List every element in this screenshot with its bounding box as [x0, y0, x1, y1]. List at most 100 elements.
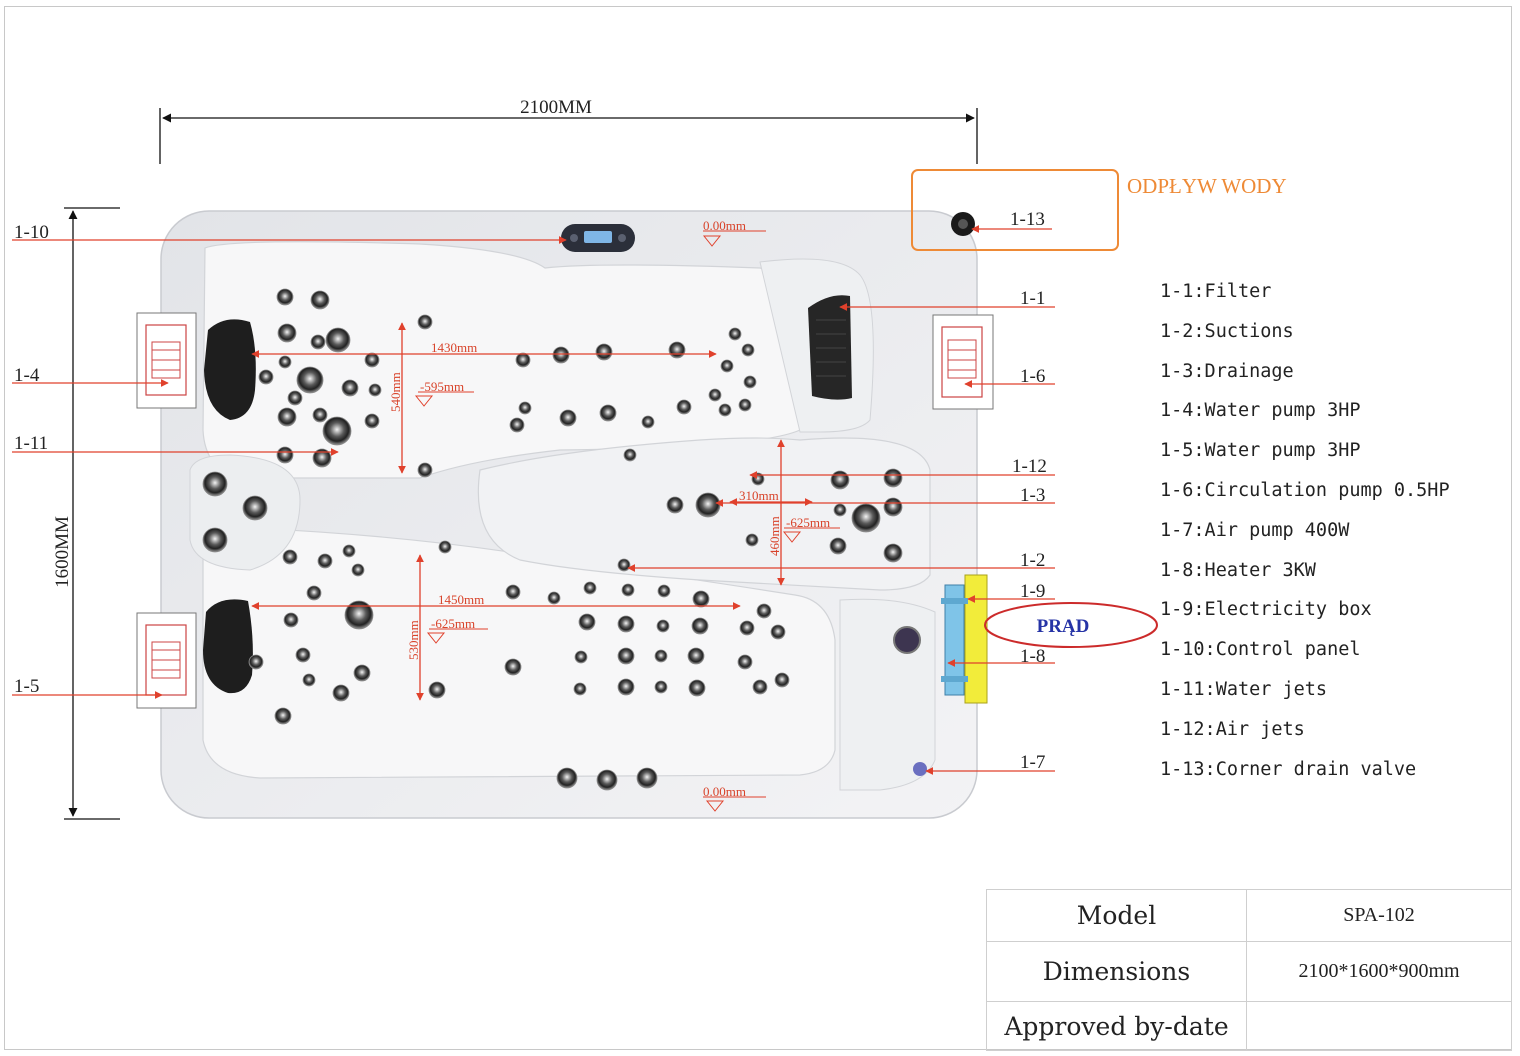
width-label: 2100MM [520, 97, 592, 118]
jet-icon [595, 343, 613, 361]
jet-icon [695, 492, 721, 518]
legend-item: 1-2:Suctions [1160, 320, 1294, 342]
jet-icon [617, 615, 635, 633]
jet-icon [596, 769, 618, 791]
jet-icon [276, 288, 294, 306]
jet-icon [556, 767, 578, 789]
power-note: PRĄD [984, 602, 1158, 648]
callout-1-5: 1-5 [12, 676, 163, 699]
approved-value [1246, 1001, 1512, 1051]
height-dimension: 1600MM [52, 207, 120, 820]
jet-icon [310, 290, 330, 310]
jet-icon [851, 503, 881, 533]
jet-icon [657, 584, 671, 598]
jet-icon [248, 654, 264, 670]
jet-icon [322, 416, 352, 446]
jet-icon [883, 468, 903, 488]
svg-text:1-10: 1-10 [14, 222, 49, 243]
jet-icon [295, 647, 311, 663]
jet-icon [574, 650, 588, 664]
jet-icon [509, 417, 525, 433]
page-frame [4, 6, 1512, 1050]
jet-icon [428, 681, 446, 699]
jet-icon [342, 544, 356, 558]
legend-item: 1-9:Electricity box [1160, 599, 1372, 621]
jet-icon [277, 323, 297, 343]
component-legend: 1-1:Filter 1-2:Suctions 1-3:Drainage 1-4… [1160, 278, 1450, 795]
jet-icon [738, 398, 752, 412]
jet-icon [883, 543, 903, 563]
jet-icon [691, 617, 709, 635]
jet-icon [668, 341, 686, 359]
svg-text:1-1: 1-1 [1020, 288, 1045, 309]
spec-row-model: Model SPA-102 [986, 889, 1512, 942]
legend-item: 1-8:Heater 3KW [1160, 559, 1316, 581]
callout-1-13: 1-13 [971, 209, 1052, 233]
air-pump-icon [913, 762, 927, 776]
jet-icon [718, 403, 732, 417]
jet-icon [621, 583, 635, 597]
legend-item: 1-5:Water pump 3HP [1160, 440, 1361, 462]
jet-icon [202, 527, 228, 553]
callout-1-2: 1-2 [627, 550, 1055, 572]
jet-icon [617, 558, 631, 572]
jet-icon [623, 448, 637, 462]
jet-icon [737, 654, 753, 670]
height-label: 1600MM [52, 516, 73, 588]
jet-icon [770, 624, 786, 640]
jet-icon [641, 415, 655, 429]
jet-icon [518, 401, 532, 415]
jet-icon [559, 409, 577, 427]
jet-icon [830, 470, 850, 490]
callout-1-12: 1-12 [749, 456, 1055, 479]
jet-icon [573, 682, 587, 696]
legend-item: 1-7:Air pump 400W [1160, 519, 1350, 541]
legend-item: 1-4:Water pump 3HP [1160, 400, 1361, 422]
seat3-depth-label: -625mm [786, 515, 830, 530]
spec-row-dimensions: Dimensions 2100*1600*900mm [986, 941, 1512, 1002]
svg-text:1-6: 1-6 [1020, 366, 1045, 387]
spec-row-approved: Approved by-date [986, 1001, 1512, 1051]
heater-electricity-box [941, 574, 988, 704]
approved-label: Approved by-date [986, 1001, 1247, 1051]
jet-icon [552, 346, 570, 364]
svg-text:1-9: 1-9 [1020, 581, 1045, 602]
jet-icon [720, 359, 734, 373]
jet-icon [344, 600, 374, 630]
legend-item: 1-13:Corner drain valve [1160, 758, 1417, 780]
seat2-width-label: 530mm [406, 620, 421, 660]
jet-icon [202, 471, 228, 497]
legend-item: 1-10:Control panel [1160, 639, 1361, 661]
jet-icon [739, 620, 755, 636]
legend-item: 1-6:Circulation pump 0.5HP [1160, 479, 1450, 501]
jet-icon [745, 533, 759, 547]
jet-icon [583, 581, 597, 595]
model-value: SPA-102 [1246, 889, 1512, 942]
jet-icon [505, 584, 521, 600]
legend-item: 1-11:Water jets [1160, 678, 1328, 700]
power-note-label: PRĄD [1037, 616, 1090, 637]
jet-icon [417, 462, 433, 478]
control-panel-icon [561, 224, 635, 252]
jet-icon [332, 684, 350, 702]
jet-icon [306, 585, 322, 601]
jet-icon [688, 679, 706, 697]
jet-icon [666, 496, 684, 514]
jet-icon [883, 497, 903, 517]
svg-text:1-2: 1-2 [1020, 550, 1045, 571]
callout-1-7: 1-7 [925, 752, 1055, 775]
jet-icon [636, 767, 658, 789]
jet-icon [368, 383, 382, 397]
jet-icon [687, 647, 705, 665]
svg-text:1-7: 1-7 [1020, 752, 1045, 773]
circulation-pump-1-6-icon [932, 314, 994, 410]
water-pump-1-5-icon [136, 612, 197, 709]
jet-icon [277, 407, 297, 427]
jet-icon [302, 673, 316, 687]
seat3-length-label: 310mm [739, 488, 779, 503]
legend-item: 1-12:Air jets [1160, 718, 1305, 740]
svg-text:1-11: 1-11 [14, 433, 48, 454]
jet-icon [741, 343, 755, 357]
jet-icon [317, 553, 333, 569]
